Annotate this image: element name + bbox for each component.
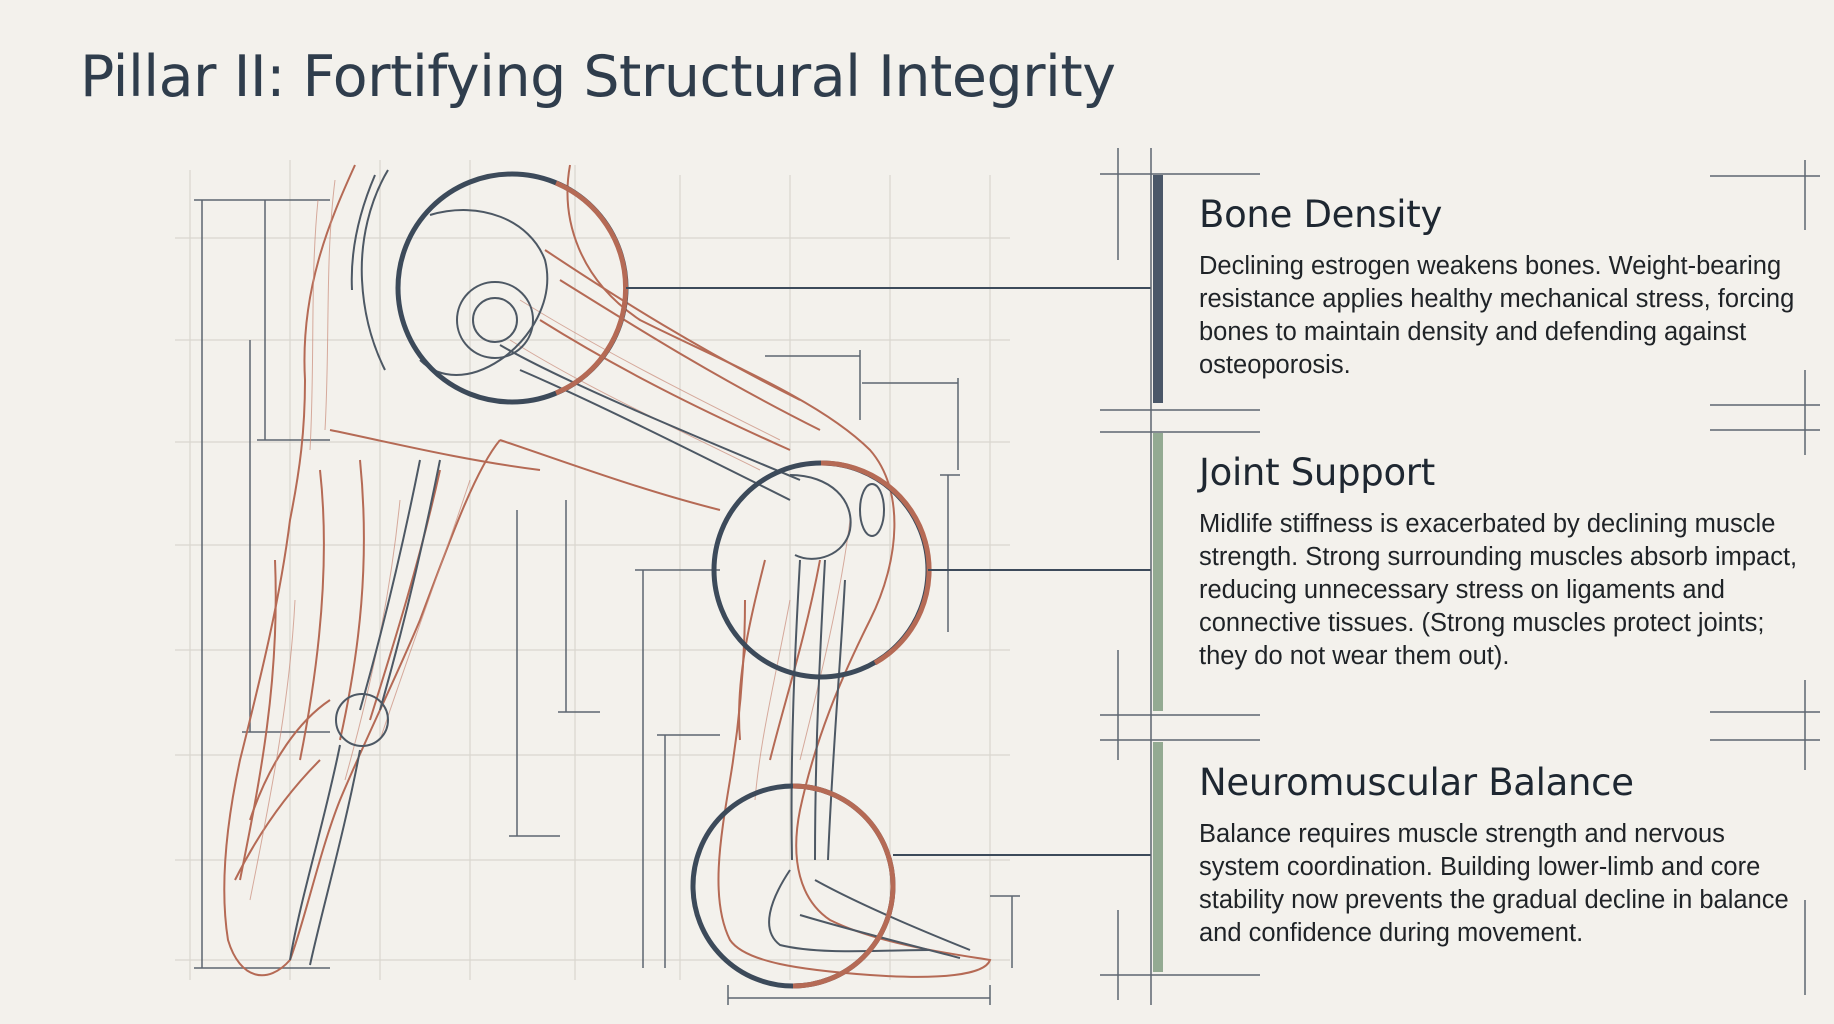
neuromuscular-balance-heading: Neuromuscular Balance (1199, 761, 1634, 804)
neuromuscular-balance-text: Balance requires muscle strength and ner… (1199, 820, 1789, 947)
neuromuscular-balance-section: Neuromuscular Balance Balance requires m… (1199, 761, 1809, 950)
bone-layer (289, 169, 971, 966)
dimension-lines (194, 199, 1020, 1005)
bone-density-heading: Bone Density (1199, 193, 1443, 236)
joint-support-accent-bar (1153, 433, 1163, 711)
bone-density-accent-bar (1153, 175, 1163, 403)
bone-density-text: Declining estrogen weakens bones. Weight… (1199, 252, 1795, 379)
joint-support-section: Joint Support Midlife stiffness is exace… (1199, 451, 1809, 673)
muscle-layer (223, 164, 992, 978)
blueprint-grid (175, 160, 1010, 980)
neuromuscular-balance-accent-bar (1153, 742, 1163, 972)
focus-circles (395, 171, 932, 989)
right-structure (1100, 148, 1820, 1005)
page-title: Pillar II: Fortifying Structural Integri… (80, 44, 1116, 110)
bone-density-section: Bone Density Declining estrogen weakens … (1199, 193, 1809, 382)
leader-lines (626, 287, 1151, 856)
joint-support-text: Midlife stiffness is exacerbated by decl… (1199, 510, 1798, 670)
joint-support-heading: Joint Support (1199, 451, 1435, 494)
